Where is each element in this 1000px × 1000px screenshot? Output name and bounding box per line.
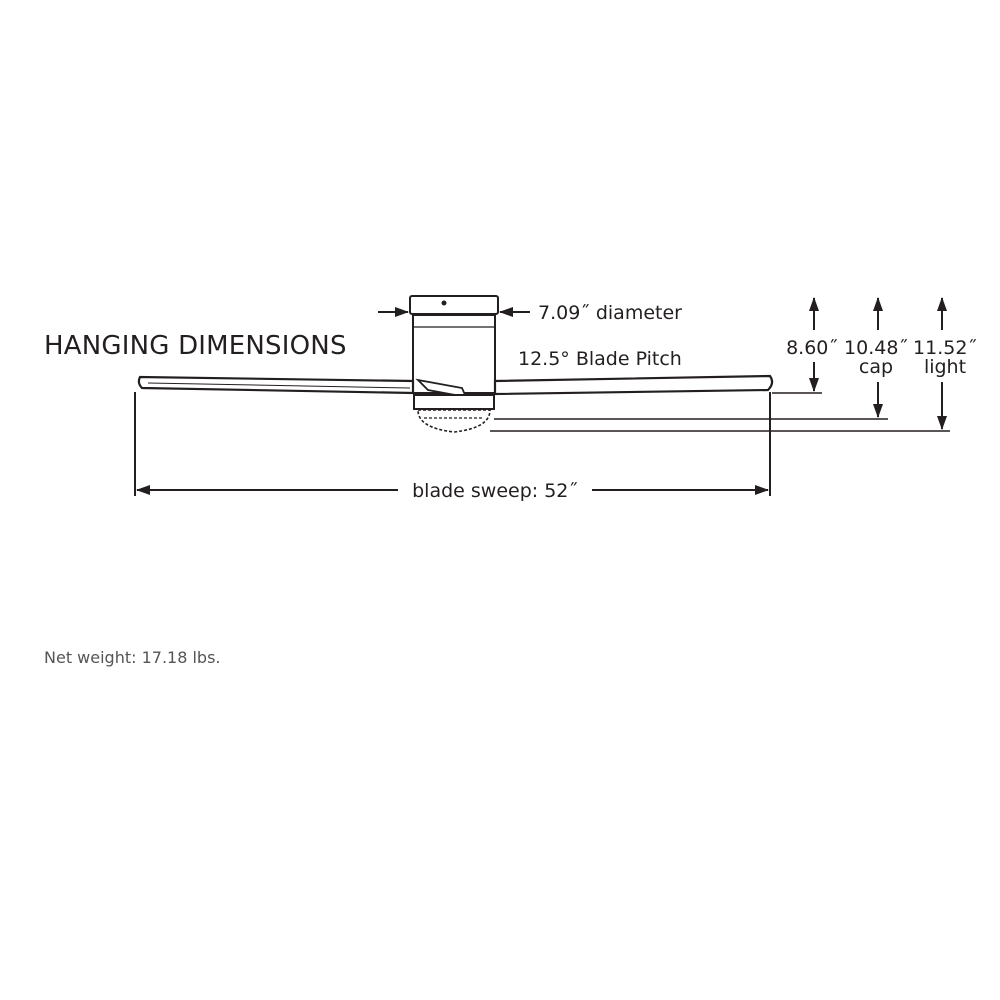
mount-cap xyxy=(409,295,499,315)
blade-sweep-label: blade sweep: 52˝ xyxy=(412,480,578,502)
diameter-label: 7.09˝ diameter xyxy=(538,302,682,324)
net-weight-label: Net weight: 17.18 lbs. xyxy=(44,648,221,667)
height-cap-value: 10.48˝ xyxy=(844,337,908,359)
lower-housing xyxy=(413,394,495,410)
height-arrows xyxy=(809,297,947,430)
height-extension-lines xyxy=(490,392,950,432)
blade-sweep-dimension xyxy=(134,392,771,496)
blade-pitch-label: 12.5° Blade Pitch xyxy=(518,348,682,370)
ceiling-fan-illustration xyxy=(137,295,774,433)
diagram-title: HANGING DIMENSIONS xyxy=(44,331,347,361)
light-kit xyxy=(417,409,491,433)
height-light-caption: light xyxy=(924,356,966,378)
height-light-value: 11.52˝ xyxy=(913,337,977,359)
height-cap-caption: cap xyxy=(859,356,893,378)
motor-housing xyxy=(412,314,496,394)
right-blade xyxy=(493,374,774,396)
height-base-label: 8.60˝ xyxy=(786,337,838,359)
